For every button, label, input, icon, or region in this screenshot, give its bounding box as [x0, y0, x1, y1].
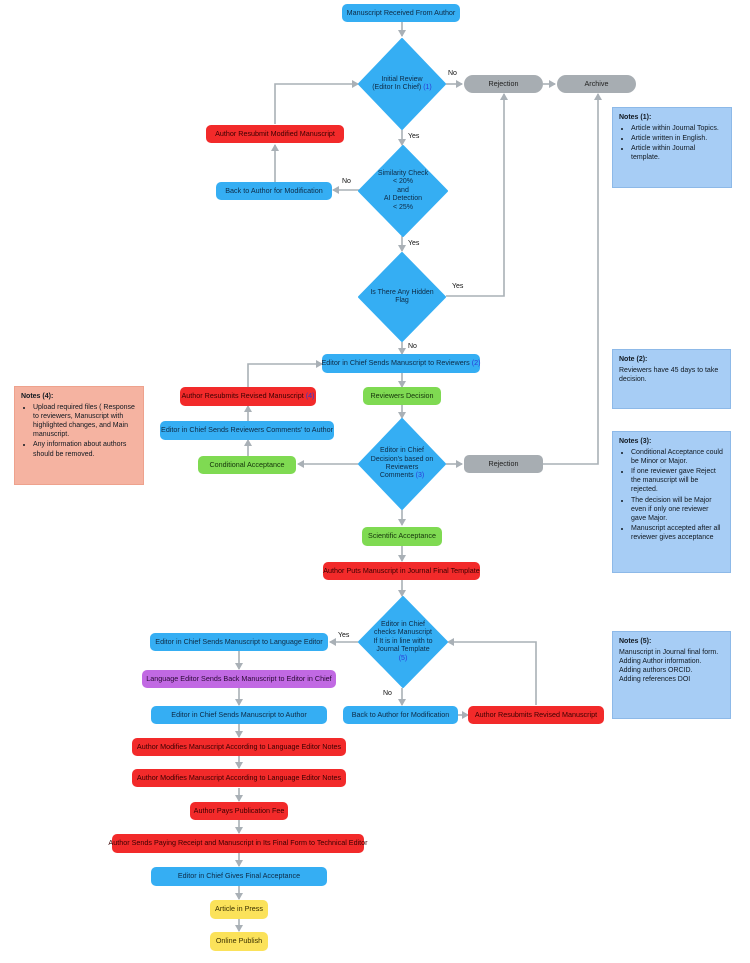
hidden-flag-line-2: Flag — [395, 297, 409, 304]
note-1-item: Article within Journal Topics. — [631, 124, 725, 133]
note-2: Note (2): Reviewers have 45 days to take… — [612, 349, 731, 409]
note-4-title: Notes (4): — [21, 393, 54, 400]
node-sends-to-author[interactable]: Editor in Chief Sends Manuscript to Auth… — [151, 706, 327, 724]
decision-diamond-icon — [358, 596, 448, 688]
author-resubmits-revised-ref: (4) — [305, 391, 315, 401]
similarity-line-5: < 25% — [392, 203, 414, 211]
decision-diamond-icon — [358, 145, 448, 237]
node-rejection-top[interactable]: Rejection — [464, 75, 543, 93]
note-3-title: Notes (3): — [619, 438, 652, 445]
label-hidden-no: No — [408, 343, 417, 350]
node-pays-fee[interactable]: Author Pays Publication Fee — [190, 802, 288, 820]
node-eic-decision[interactable]: Editor in Chief Decision's based on Revi… — [358, 418, 446, 510]
checks-ref: (5) — [398, 654, 408, 662]
note-3-item: The decision will be Major even if only … — [631, 496, 724, 523]
label-similarity-no: No — [342, 178, 351, 185]
note-4-item: Any information about authors should be … — [33, 440, 137, 458]
eic-decision-line-1: Editor in Chief — [380, 447, 424, 455]
edge-resubmit-reviewers — [247, 360, 323, 387]
checks-line-3: If It is in line with to — [373, 637, 433, 645]
node-conditional-acceptance[interactable]: Conditional Acceptance — [198, 456, 296, 474]
label-initial-no: No — [448, 70, 457, 77]
node-similarity-check[interactable]: Similarity Check < 20% and AI Detection … — [358, 145, 448, 237]
node-hidden-flag[interactable]: Is There Any Hidden Flag — [358, 252, 446, 342]
initial-review-line-2: (Editor In Chief) — [372, 84, 422, 91]
decision-diamond-icon — [358, 418, 446, 510]
node-author-resubmits-revised-2[interactable]: Author Resubmits Revised Manuscript — [468, 706, 604, 724]
eic-decision-ref: (3) — [415, 472, 425, 480]
hidden-flag-line-1: Is There Any Hidden — [370, 288, 434, 296]
note-5-line: Manuscript in Journal final form. — [619, 649, 719, 657]
note-3-item: If one reviewer gave Reject the manuscri… — [631, 467, 724, 494]
eic-decision-line-2: Decision's based on — [370, 455, 434, 463]
note-1-item: Article within Journal template. — [631, 144, 725, 162]
decision-diamond-icon — [358, 38, 446, 130]
similarity-line-1: Similarity Check — [377, 170, 429, 178]
node-author-resubmit-modified[interactable]: Author Resubmit Modified Manuscript — [206, 125, 344, 143]
node-final-acceptance[interactable]: Editor in Chief Gives Final Acceptance — [151, 867, 327, 886]
checks-line-4: Journal Template — [376, 646, 430, 654]
node-sends-to-reviewers[interactable]: Editor in Chief Sends Manuscript to Revi… — [321, 354, 481, 373]
node-sends-comments[interactable]: Editor in Chief Sends Reviewers Comments… — [160, 421, 334, 440]
note-3-item: Manuscript accepted after all reviewer g… — [631, 524, 724, 542]
note-3: Notes (3): Conditional Acceptance could … — [612, 431, 731, 573]
checks-line-1: Editor in Chief — [381, 621, 425, 629]
note-4-item: Upload required files ( Response to revi… — [33, 403, 137, 439]
note-1-item: Article written in English. — [631, 134, 725, 143]
note-2-title: Note (2): — [619, 356, 648, 363]
node-checks-template[interactable]: Editor in Chief checks Manuscript If It … — [358, 596, 448, 688]
node-article-in-press[interactable]: Article in Press — [210, 900, 268, 919]
edge-rejection-archive-2 — [543, 93, 602, 465]
similarity-line-4: AI Detection — [383, 195, 423, 203]
edge-hidden-rejection — [446, 93, 508, 297]
eic-decision-line-3: Reviewers — [385, 464, 419, 471]
node-online-publish[interactable]: Online Publish — [210, 932, 268, 951]
node-language-sends-back[interactable]: Language Editor Sends Back Manuscript to… — [142, 670, 336, 688]
label-hidden-yes: Yes — [452, 283, 464, 290]
note-3-item: Conditional Acceptance could be Minor or… — [631, 448, 724, 466]
node-initial-review[interactable]: Initial Review (Editor In Chief) (1) — [358, 38, 446, 130]
edge-resubmit2-checks — [447, 638, 537, 705]
node-author-resubmits-revised[interactable]: Author Resubmits Revised Manuscript (4) — [180, 387, 316, 406]
edge-resubmit-initial — [274, 80, 359, 124]
note-1-title: Notes (1): — [619, 114, 652, 121]
node-back-to-author-2[interactable]: Back to Author for Modification — [343, 706, 458, 724]
node-modifies-2[interactable]: Author Modifies Manuscript According to … — [132, 769, 346, 787]
node-reviewers-decision[interactable]: Reviewers Decision — [363, 387, 441, 405]
node-rejection-mid[interactable]: Rejection — [464, 455, 543, 473]
author-resubmits-revised-label: Author Resubmits Revised Manuscript — [181, 391, 304, 401]
note-2-line: Reviewers have 45 days to take decision. — [619, 367, 719, 384]
node-modifies-1[interactable]: Author Modifies Manuscript According to … — [132, 738, 346, 756]
sends-to-reviewers-ref: (2) — [471, 358, 481, 368]
node-archive[interactable]: Archive — [557, 75, 636, 93]
note-4: Notes (4): Upload required files ( Respo… — [14, 386, 144, 485]
label-checks-yes: Yes — [338, 632, 350, 639]
note-1: Notes (1): Article within Journal Topics… — [612, 107, 732, 188]
label-initial-yes: Yes — [408, 133, 420, 140]
node-back-to-author-1[interactable]: Back to Author for Modification — [216, 182, 332, 200]
note-5: Notes (5): Manuscript in Journal final f… — [612, 631, 731, 719]
note-5-line: Adding Author information. — [619, 658, 702, 666]
sends-to-reviewers-label: Editor in Chief Sends Manuscript to Revi… — [321, 358, 470, 368]
note-5-line: Adding references DOI — [619, 676, 691, 684]
label-checks-no: No — [383, 690, 392, 697]
checks-line-2: checks Manuscript — [374, 629, 432, 637]
note-5-title: Notes (5): — [619, 638, 652, 645]
note-5-line: Adding authors ORCID. — [619, 667, 693, 675]
similarity-line-2: < 20% — [392, 178, 414, 186]
node-sends-receipt[interactable]: Author Sends Paying Receipt and Manuscri… — [108, 834, 368, 853]
node-manuscript-received[interactable]: Manuscript Received From Author — [342, 4, 460, 22]
decision-diamond-icon — [358, 252, 446, 342]
node-final-template[interactable]: Author Puts Manuscript in Journal Final … — [323, 562, 480, 580]
node-to-language-editor[interactable]: Editor in Chief Sends Manuscript to Lang… — [150, 633, 328, 651]
eic-decision-line-4: Comments — [379, 472, 414, 480]
label-similarity-yes: Yes — [408, 240, 420, 247]
initial-review-ref: (1) — [423, 84, 432, 91]
initial-review-line-1: Initial Review — [381, 75, 423, 83]
similarity-line-3: and — [397, 186, 409, 194]
node-scientific-acceptance[interactable]: Scientific Acceptance — [362, 527, 442, 546]
